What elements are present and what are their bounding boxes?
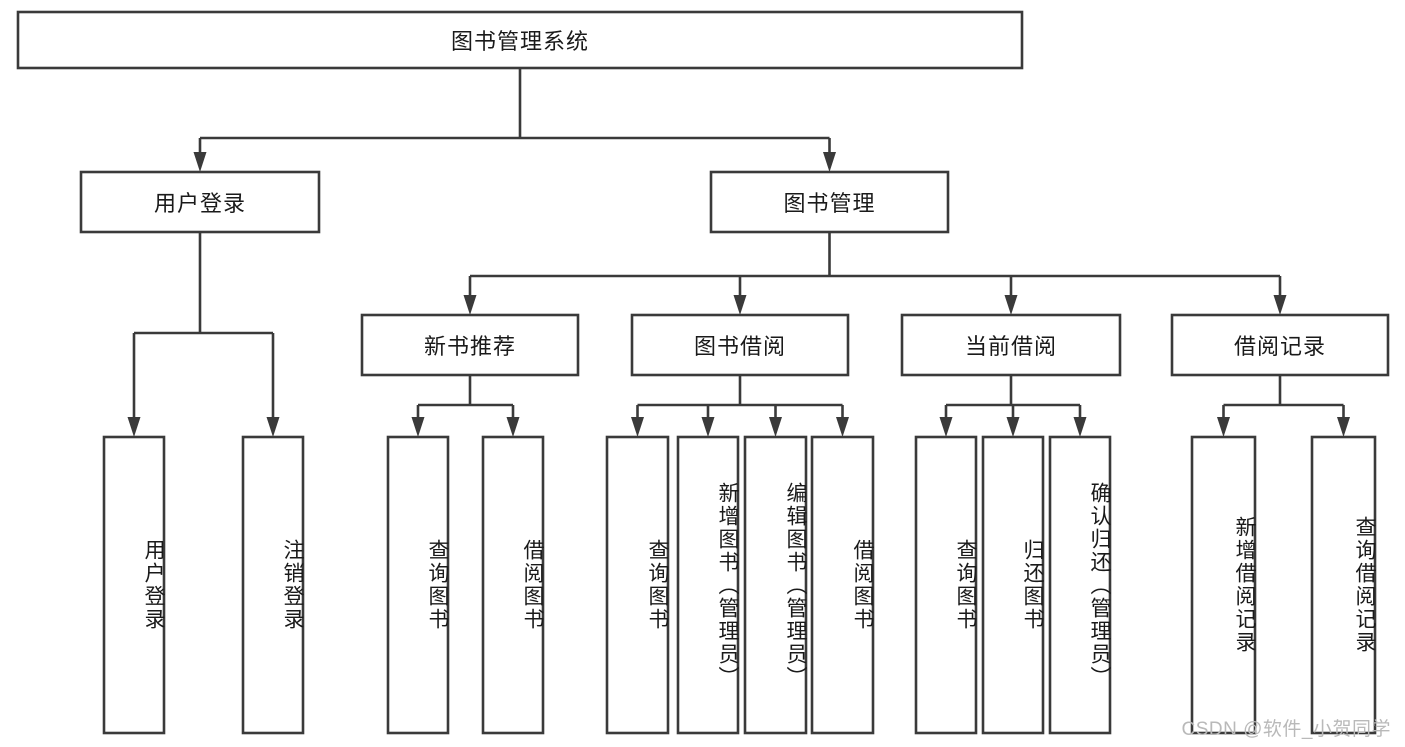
node-box-book-borrow[interactable]	[630, 313, 850, 377]
node-box-leaf-query-book-current[interactable]	[914, 435, 978, 735]
arrow-head-icon	[463, 295, 477, 315]
node-box-leaf-confirm-return-admin[interactable]	[1048, 435, 1112, 735]
node-box-leaf-logout[interactable]	[241, 435, 305, 735]
arrow-head-icon	[127, 417, 141, 437]
arrow-head-icon	[1217, 417, 1230, 437]
node-box-leaf-edit-book-admin[interactable]	[743, 435, 808, 735]
arrow-head-icon	[1273, 295, 1287, 315]
node-box-leaf-add-book-admin[interactable]	[676, 435, 740, 735]
arrow-head-icon	[939, 417, 953, 437]
edges-layer	[127, 68, 1350, 437]
node-box-new-book-recommend[interactable]	[360, 313, 580, 377]
arrow-head-icon	[631, 417, 644, 437]
node-box-borrow-record[interactable]	[1170, 313, 1390, 377]
node-box-current-borrow[interactable]	[900, 313, 1122, 377]
arrow-head-icon	[193, 152, 207, 172]
arrow-head-icon	[823, 152, 836, 172]
node-box-leaf-user-login[interactable]	[102, 435, 166, 735]
node-box-leaf-add-borrow-record[interactable]	[1190, 435, 1257, 735]
arrow-head-icon	[836, 417, 849, 437]
arrow-head-icon	[733, 295, 747, 315]
arrow-head-icon	[266, 417, 280, 437]
boxes-layer	[16, 10, 1390, 735]
node-box-leaf-query-book-rec[interactable]	[386, 435, 450, 735]
arrow-head-icon	[701, 417, 715, 437]
arrow-head-icon	[1073, 417, 1087, 437]
arrow-head-icon	[1337, 417, 1350, 437]
arrow-head-icon	[411, 417, 425, 437]
node-box-leaf-query-book-borrow[interactable]	[605, 435, 670, 735]
node-box-leaf-query-borrow-record[interactable]	[1310, 435, 1377, 735]
arrow-head-icon	[506, 417, 520, 437]
node-box-root[interactable]	[16, 10, 1024, 70]
arrow-head-icon	[1004, 295, 1018, 315]
node-box-leaf-return-book[interactable]	[981, 435, 1045, 735]
node-box-user-login[interactable]	[79, 170, 321, 234]
arrow-head-icon	[1006, 417, 1020, 437]
node-box-book-manage[interactable]	[709, 170, 950, 234]
node-box-leaf-borrow-book[interactable]	[810, 435, 875, 735]
arrow-head-icon	[769, 417, 782, 437]
node-box-leaf-borrow-book-rec[interactable]	[481, 435, 545, 735]
